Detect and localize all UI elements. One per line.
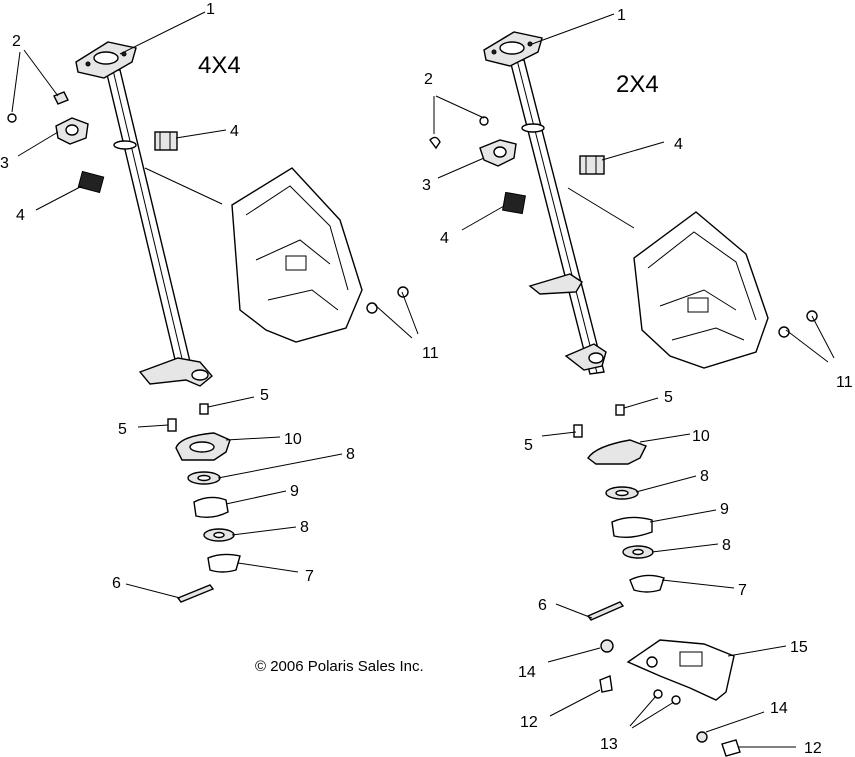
callouts-4x4: 1 2 3 4 4 5 5 10 8 9 8 7 6 11 — [0, 1, 439, 592]
callout-8: 8 — [722, 537, 731, 554]
callout-7: 7 — [738, 582, 747, 599]
callout-7: 7 — [305, 568, 314, 585]
assembly-4x4: 4X4 — [0, 1, 439, 603]
callout-8: 8 — [700, 468, 709, 485]
lower-stack-2x4 — [573, 404, 741, 757]
clip-4a-4x4 — [154, 131, 178, 151]
callout-2: 2 — [424, 71, 433, 88]
callout-5: 5 — [260, 387, 269, 404]
steering-post-4x4 — [75, 41, 213, 387]
assembly-2x4: 2X4 — [422, 7, 853, 757]
callout-8: 8 — [300, 519, 309, 536]
copyright-notice: © 2006 Polaris Sales Inc. — [255, 658, 424, 675]
callouts-2x4: 1 2 3 4 4 5 5 10 8 9 8 7 6 11 14 15 12 1… — [422, 7, 853, 757]
bolt-2-2x4 — [429, 116, 489, 150]
callout-11: 11 — [836, 374, 853, 391]
callout-13: 13 — [600, 736, 618, 753]
dash-frame-2x4 — [567, 187, 769, 369]
callout-12: 12 — [520, 714, 538, 731]
callout-9: 9 — [720, 501, 729, 518]
callout-5: 5 — [118, 421, 127, 438]
callout-12: 12 — [804, 740, 822, 757]
lower-stack-4x4 — [167, 403, 241, 603]
callout-5: 5 — [524, 437, 533, 454]
callout-9: 9 — [290, 483, 299, 500]
callout-2: 2 — [12, 33, 21, 50]
callout-3: 3 — [0, 155, 9, 172]
callout-1: 1 — [617, 7, 626, 24]
callout-3: 3 — [422, 177, 431, 194]
steering-post-2x4 — [483, 31, 607, 375]
callout-6: 6 — [112, 575, 121, 592]
callout-11: 11 — [422, 345, 439, 362]
leaders-2x4 — [433, 13, 835, 748]
bolt-2-4x4 — [7, 91, 69, 123]
title-2x4: 2X4 — [616, 71, 659, 98]
clamp-3-2x4 — [479, 139, 517, 167]
fasteners-11-2x4 — [778, 310, 818, 338]
callout-4: 4 — [16, 207, 25, 224]
callout-8: 8 — [346, 446, 355, 463]
callout-5: 5 — [664, 389, 673, 406]
leaders-4x4 — [11, 11, 419, 599]
clip-4a-2x4 — [579, 155, 605, 175]
callout-4: 4 — [674, 136, 683, 153]
clamp-3-4x4 — [55, 117, 89, 145]
clip-4b-2x4 — [502, 191, 526, 215]
callout-6: 6 — [538, 597, 547, 614]
callout-10: 10 — [284, 431, 302, 448]
callout-14: 14 — [770, 700, 788, 717]
callout-10: 10 — [692, 428, 710, 445]
callout-14: 14 — [518, 664, 536, 681]
callout-1: 1 — [206, 1, 215, 18]
title-4x4: 4X4 — [198, 52, 241, 79]
callout-4: 4 — [440, 230, 449, 247]
callout-15: 15 — [790, 639, 808, 656]
clip-4b-4x4 — [77, 170, 105, 194]
callout-4: 4 — [230, 123, 239, 140]
fasteners-11-4x4 — [366, 286, 409, 314]
dash-frame-4x4 — [144, 167, 363, 343]
